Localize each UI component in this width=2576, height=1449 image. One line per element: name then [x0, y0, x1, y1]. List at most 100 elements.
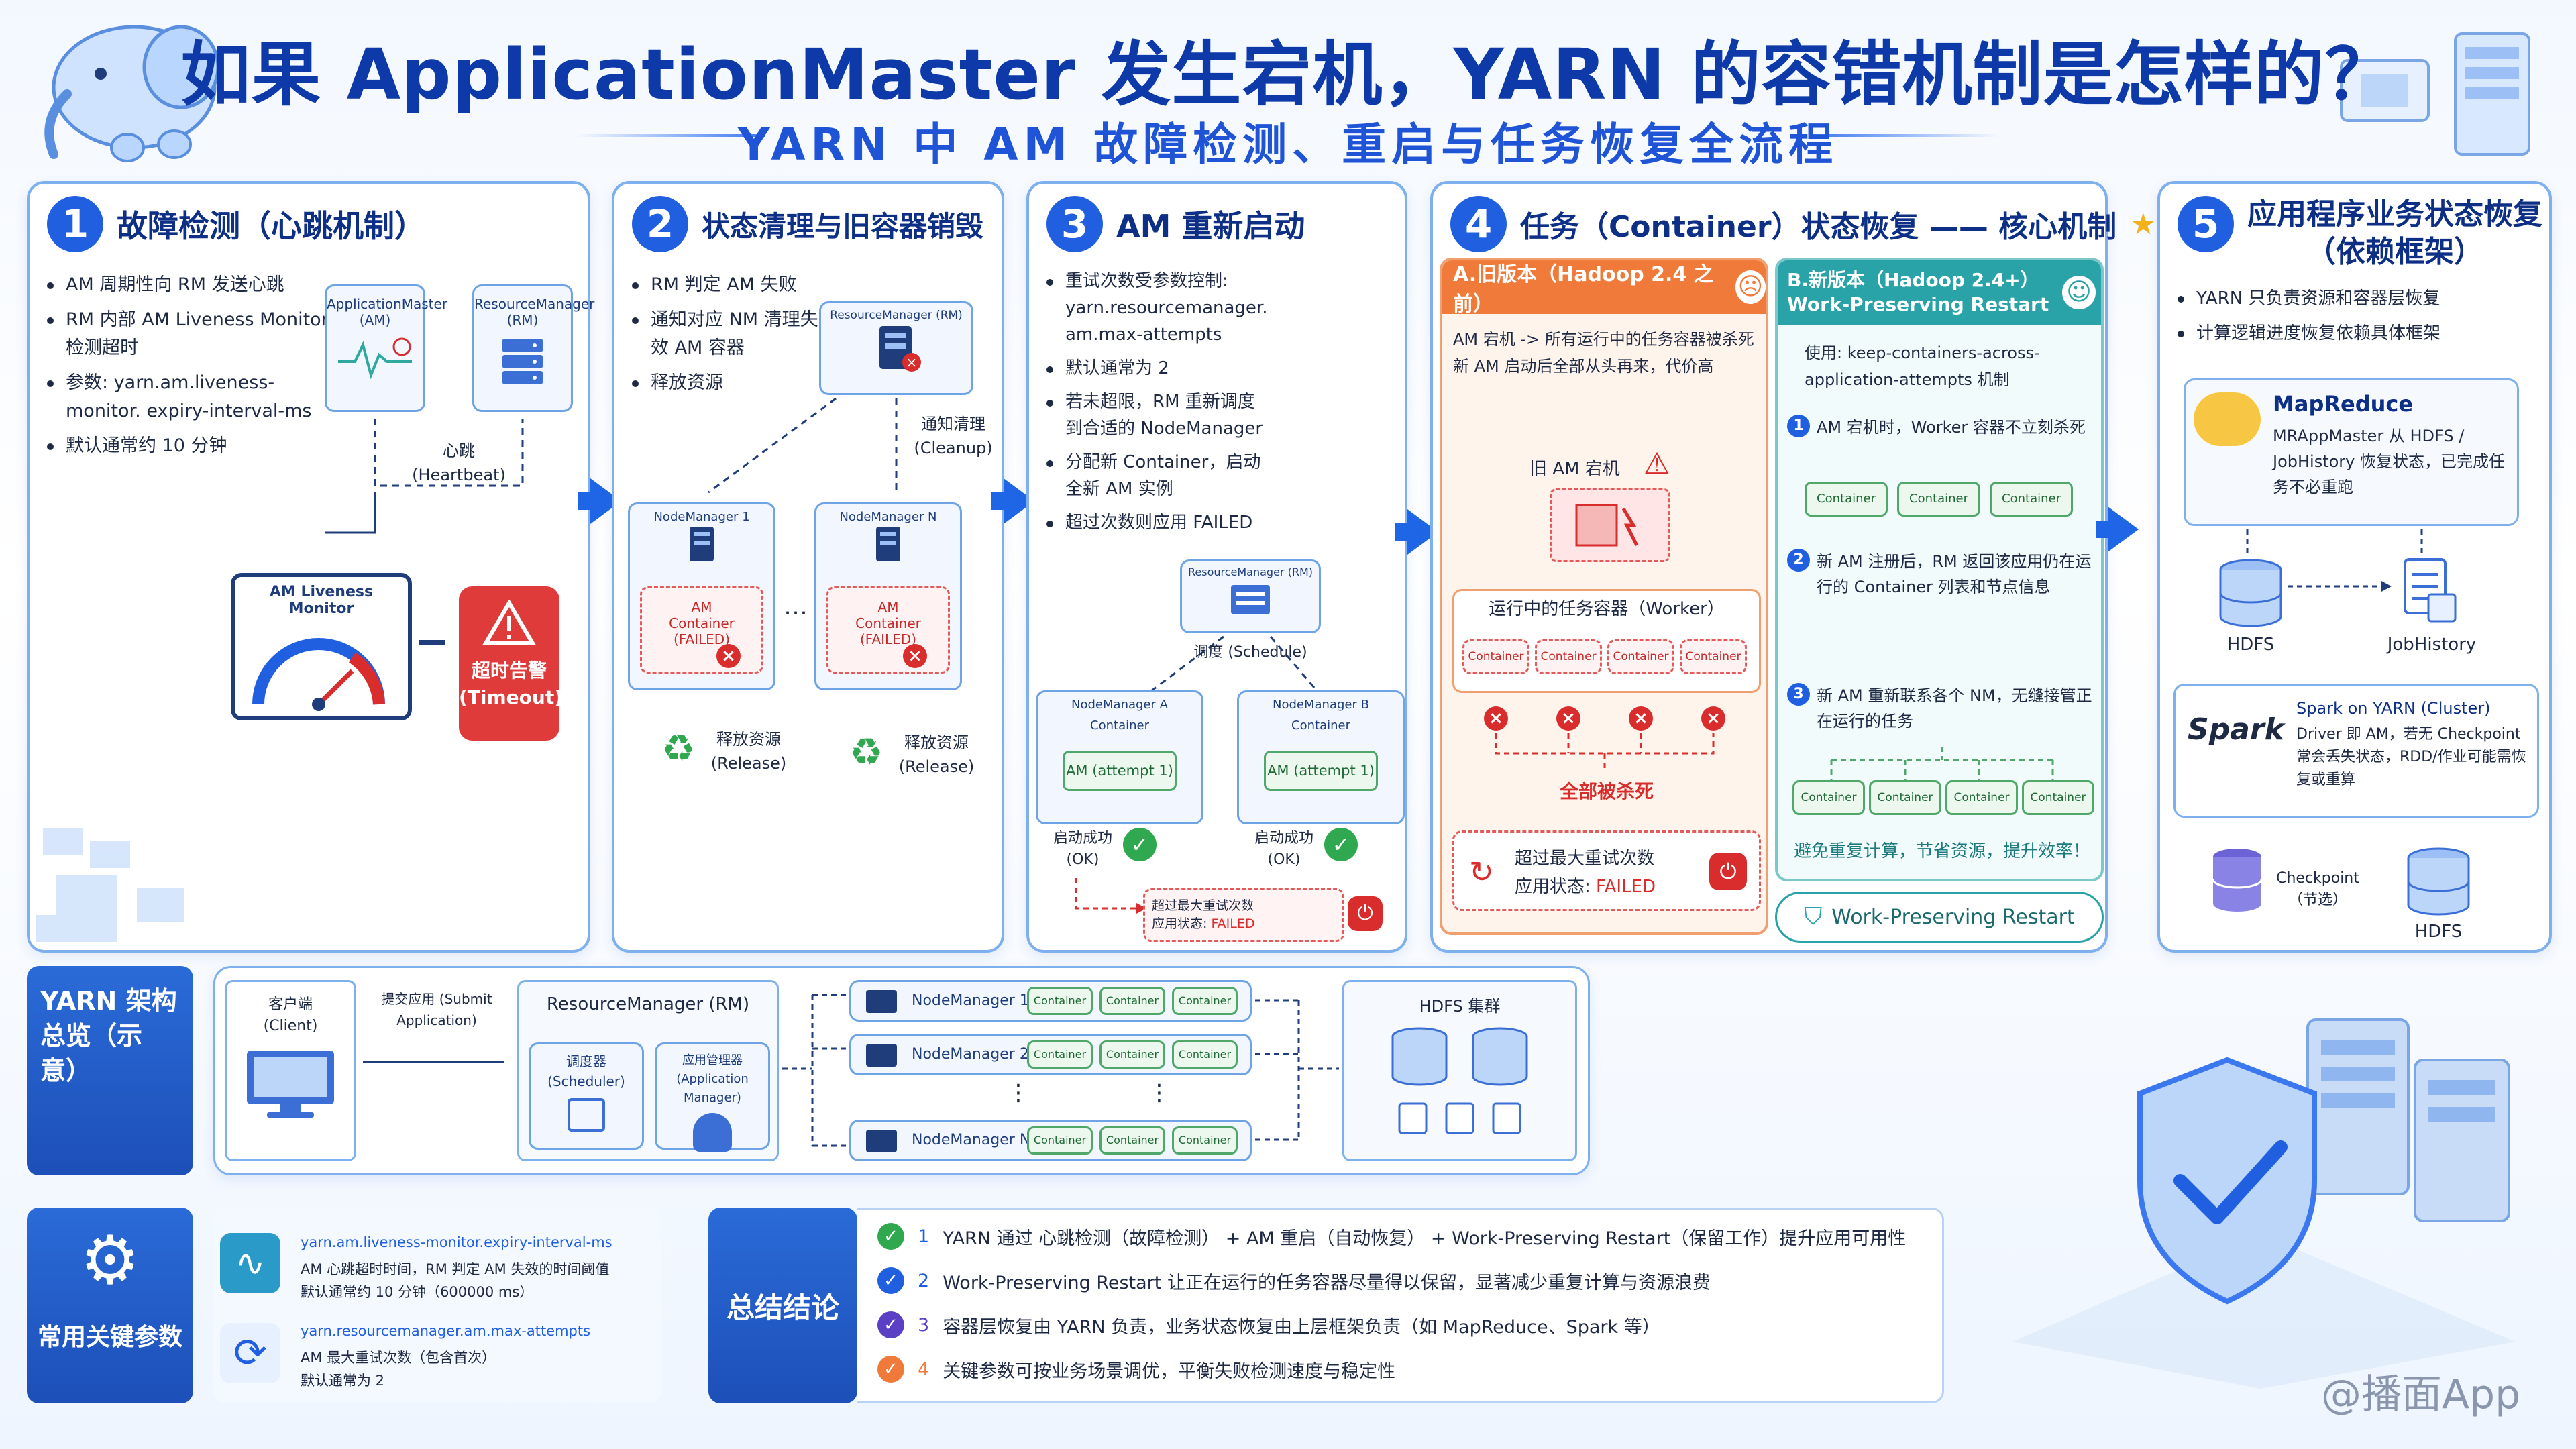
watermark: @播面App — [2321, 1371, 2521, 1418]
hdfs-database-icon — [2407, 847, 2470, 916]
failure-arrow — [1075, 878, 1146, 914]
list-item: 超过次数则应用 FAILED — [1042, 509, 1271, 536]
app-manager-box: 应用管理器 (Application Manager) — [655, 1042, 770, 1152]
warning-icon: ⚠ — [1644, 447, 1670, 481]
killed-icon: × — [1629, 706, 1653, 731]
star-icon: ★ — [2130, 207, 2157, 241]
rm-nm-links — [782, 994, 846, 1147]
arch-label-block: YARN 架构总览（示意） — [27, 966, 193, 1175]
container: Container — [1945, 780, 2018, 815]
step1-number: 1 — [47, 196, 103, 252]
arch-panel: 客户端 (Client) 提交应用 (Submit Application) R… — [213, 966, 1590, 1175]
takeover-lines — [1830, 747, 2054, 780]
new-version-header: B.新版本（Hadoop 2.4+） Work-Preserving Resta… — [1778, 260, 2101, 325]
retry-icon: ⟳ — [220, 1323, 280, 1383]
rm-box: ResourceManager (RM) — [472, 284, 594, 412]
container-label: Container — [1178, 1134, 1232, 1146]
rm-box-label: ResourceManager (RM) — [1188, 566, 1313, 578]
hdfs-label: HDFS — [2414, 922, 2463, 942]
killed-icon: × — [1556, 706, 1580, 731]
new-step-1: 1 AM 宕机时，Worker 容器不立刻杀死 — [1787, 415, 2096, 440]
submit-label: 提交应用 (Submit Application) — [381, 991, 492, 1028]
user-icon — [693, 1113, 732, 1152]
nma-label: NodeManager A — [1071, 698, 1168, 712]
summary-text: YARN 通过 心跳检测（故障检测） + AM 重启（自动恢复） + Work-… — [943, 1228, 1907, 1249]
summary-label-block: 总结结论 — [708, 1208, 857, 1403]
failed-status: FAILED — [1596, 877, 1656, 897]
hdfs-database-icon — [2219, 559, 2282, 627]
failed-am-container-1: AM Container (FAILED) — [640, 586, 763, 674]
container-label: Container — [1909, 492, 1968, 506]
running-label: 运行中的任务容器（Worker） — [1489, 599, 1725, 619]
container-label: Container — [1291, 718, 1350, 733]
container-label: Container — [1540, 650, 1597, 663]
start-ok-label: 启动成功 (OK) — [1053, 830, 1112, 868]
params-label: 常用关键参数 — [37, 1324, 182, 1351]
container: Container — [1680, 639, 1747, 674]
check-circle-icon: ✓ — [877, 1267, 904, 1294]
step5-header: 5 应用程序业务状态恢复（依赖框架） — [2178, 196, 2542, 271]
container-label: Container — [1106, 1048, 1159, 1061]
page-title: 如果 ApplicationMaster 发生宕机，YARN 的容错机制是怎样的… — [180, 34, 2396, 115]
step3-header: 3 AM 重新启动 — [1046, 196, 1305, 252]
step4-title: 任务（Container）状态恢复 —— 核心机制 — [1520, 210, 2117, 244]
arch-label: YARN 架构总览（示意） — [40, 986, 177, 1085]
nmb-label: NodeManager B — [1273, 698, 1369, 712]
nmn-label: NodeManager N — [912, 1132, 1031, 1148]
container: Container — [1792, 780, 1865, 815]
summary-item-4: ✓ 4 关键参数可按业务场景调优，平衡失败检测速度与稳定性 — [877, 1356, 1395, 1383]
list-item: 默认通常约 10 分钟 — [43, 432, 345, 460]
gear-icon: ⚙ — [80, 1221, 140, 1299]
am-attempt-container: AM (attempt 1) — [1264, 751, 1378, 791]
new-step-1-text: AM 宕机时，Worker 容器不立刻杀死 — [1817, 418, 2086, 437]
server-failed-icon: × — [879, 326, 921, 372]
checkpoint-label: Checkpoint （节选） — [2276, 870, 2359, 908]
check-icon: ✓ — [1123, 828, 1157, 861]
alarm-label: 超时告警 (Timeout) — [459, 659, 564, 708]
step1-panel: 1 故障检测（心跳机制） AM 周期性向 RM 发送心跳 RM 内部 AM Li… — [27, 181, 594, 953]
list-item: 通知对应 NM 清理失效 AM 容器 — [628, 306, 822, 362]
container: Container — [1805, 482, 1888, 517]
param1-default: 默认通常约 10 分钟（600000 ms） — [301, 1284, 534, 1300]
state-label: 应用状态: — [1152, 916, 1212, 931]
new-step-3: 3 新 AM 重新联系各个 NM，无缝接管正在运行的任务 — [1787, 683, 2096, 734]
timeout-alarm: 超时告警 (Timeout) — [459, 586, 564, 741]
check-icon: ✓ — [1324, 828, 1358, 861]
svg-text:×: × — [906, 354, 918, 370]
container: Container — [1535, 639, 1602, 674]
container: Container — [1027, 987, 1093, 1015]
nmn-label: NodeManager N — [839, 510, 937, 524]
nm1-label: NodeManager 1 — [912, 992, 1029, 1009]
step4-panel: 4 任务（Container）状态恢复 —— 核心机制 ★ A.旧版本（Hado… — [1430, 181, 2157, 953]
new-version-card: B.新版本（Hadoop 2.4+） Work-Preserving Resta… — [1775, 258, 2104, 881]
check-circle-icon: ✓ — [877, 1356, 904, 1383]
list-item: 计算逻辑进度恢复依赖具体框架 — [2174, 319, 2536, 347]
nm-dots: … — [784, 593, 808, 621]
list-item: YARN 只负责资源和容器层恢复 — [2174, 284, 2536, 313]
server-icon — [866, 1130, 897, 1152]
container-label: Container — [2002, 492, 2061, 506]
cleanup-label: 通知清理 (Cleanup) — [914, 415, 993, 458]
old-version-card: A.旧版本（Hadoop 2.4 之前） ☹ AM 宕机 -> 所有运行中的任务… — [1440, 258, 1768, 935]
benefit-label: 避免重复计算，节省资源，提升效率！ — [1793, 841, 2090, 861]
params-label-block: ⚙ 常用关键参数 — [27, 1208, 193, 1403]
flow-arrow-4-5-head — [2108, 506, 2139, 552]
container: Container — [2022, 780, 2094, 815]
nm1-label: NodeManager 1 — [653, 510, 750, 524]
server-icon — [876, 527, 900, 561]
step5-title: 应用程序业务状态恢复（依赖框架） — [2247, 197, 2542, 269]
hdfs-cluster-icon — [1391, 1027, 1528, 1134]
smile-face-icon: ☺ — [2062, 276, 2096, 309]
new-step-2-text: 新 AM 注册后，RM 返回该应用仍在运行的 Container 列表和节点信息 — [1817, 552, 2092, 596]
server-icon — [866, 990, 897, 1013]
failed-icon: × — [903, 644, 927, 668]
param1-name: yarn.am.liveness-monitor.expiry-interval… — [301, 1234, 612, 1250]
new-step-3-number: 3 — [1787, 683, 1810, 706]
monitor-label: AM Liveness Monitor — [269, 584, 374, 617]
container: Container — [1462, 639, 1529, 674]
container-label: Container — [1106, 1134, 1159, 1146]
shield-check-icon: ⛉ — [1804, 903, 1823, 930]
step5-number: 5 — [2178, 196, 2234, 252]
jobhistory-label: JobHistory — [2387, 635, 2477, 655]
security-shield-icon — [1986, 979, 2536, 1395]
